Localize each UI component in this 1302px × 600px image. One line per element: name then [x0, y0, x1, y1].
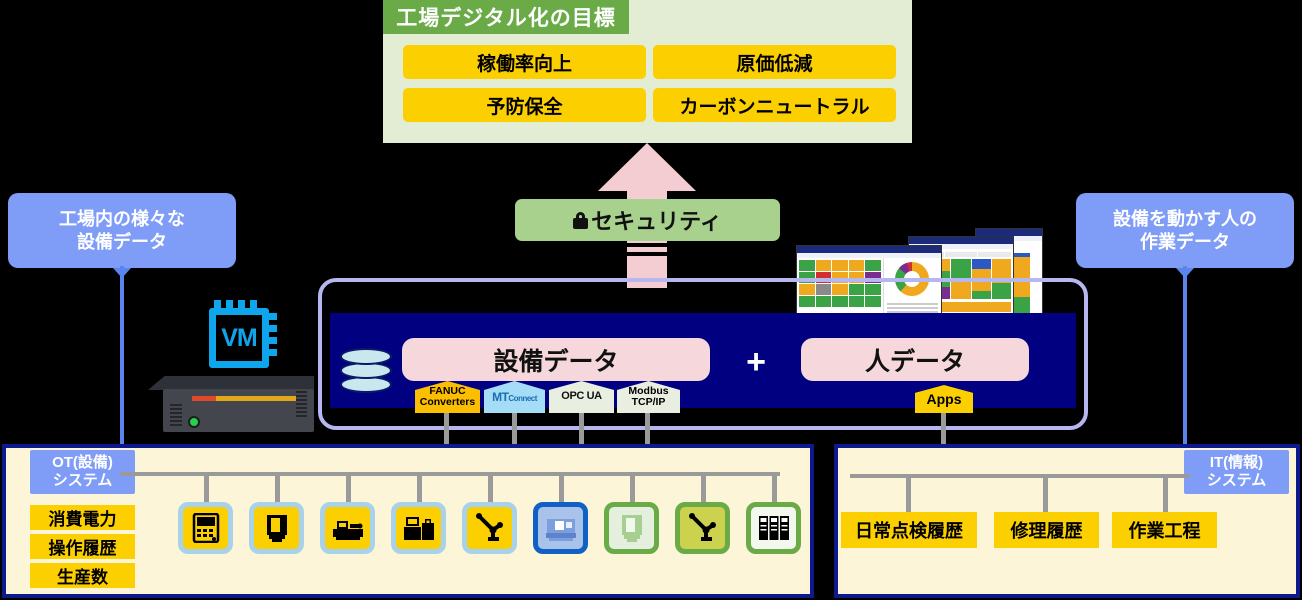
server-rack-icon: [758, 516, 789, 540]
ot-bus-line: [120, 472, 780, 476]
badge-fanuc-line1: FANUC: [429, 384, 466, 397]
it-tag-repair-history[interactable]: 修理履歴: [994, 512, 1099, 548]
platform-container: [318, 278, 1088, 430]
vm-pin-4: [250, 300, 257, 308]
it-tag-work-process[interactable]: 作業工程: [1112, 512, 1217, 548]
upward-arrow-head-icon: [598, 143, 696, 191]
machining-center-green-icon: [621, 515, 642, 542]
ot-tag-production-count[interactable]: 生産数: [30, 563, 135, 588]
ot-system-label: OT(設備) システム: [30, 450, 135, 494]
robot-arm-green-icon: [688, 513, 716, 541]
server-vent-left: [170, 404, 182, 428]
cnc-machine-blue-icon: [545, 519, 576, 541]
callout-right-connector: [1183, 266, 1187, 463]
ot-tag-power-consumption[interactable]: 消費電力: [30, 505, 135, 530]
security-label: セキュリティ: [591, 209, 722, 234]
server-power-led: [188, 416, 200, 428]
goal-chip-cost-reduction[interactable]: 原価低減: [653, 45, 896, 79]
callout-left-connector: [120, 266, 124, 463]
arrow-gap-2: [627, 252, 667, 256]
it-drop-3: [1163, 474, 1168, 514]
callout-left-line2: 設備データ: [77, 231, 167, 252]
callout-worker-data: 設備を動かす人の 作業データ: [1076, 193, 1294, 268]
ot-drop-7: [630, 472, 635, 506]
ot-drop-3: [346, 472, 351, 506]
cnc-lathe-icon: [332, 521, 363, 540]
vm-pin-5: [269, 313, 277, 320]
vm-chip-icon: VM: [209, 308, 269, 368]
ot-drop-9: [772, 472, 777, 506]
equipment-icon-machining-center-green[interactable]: [604, 502, 659, 554]
it-bus-line: [850, 474, 1190, 478]
it-label-line1: IT(情報): [1209, 454, 1264, 471]
equipment-icon-cnc-lathe[interactable]: [320, 502, 375, 554]
badge-modbus-line2: TCP/IP: [631, 396, 666, 408]
equipment-data-pill: 設備データ: [402, 338, 710, 381]
vm-pin-2: [226, 300, 233, 308]
ot-drop-8: [701, 472, 706, 506]
callout-right-line1: 設備を動かす人の: [1113, 209, 1257, 229]
human-data-pill: 人データ: [801, 338, 1029, 381]
it-label-line2: システム: [1206, 472, 1267, 489]
equipment-icon-workstation-machine[interactable]: [391, 502, 446, 554]
it-tag-daily-inspection-history[interactable]: 日常点検履歴: [841, 512, 977, 548]
workstation-machine-icon: [403, 517, 434, 540]
ot-drop-5: [488, 472, 493, 506]
vm-pin-1: [214, 300, 221, 308]
server-appliance-top: [148, 376, 314, 390]
callout-left-line1: 工場内の様々な: [59, 209, 185, 229]
equipment-icon-vertical-machining-center[interactable]: [249, 502, 304, 554]
equipment-icon-control-panel[interactable]: [178, 502, 233, 554]
it-drop-2: [1043, 474, 1048, 514]
ot-label-line2: システム: [52, 472, 113, 489]
goal-panel-title: 工場デジタル化の目標: [383, 0, 629, 34]
equipment-icon-robot-arm-green[interactable]: [675, 502, 730, 554]
database-cylinder-icon: [340, 347, 392, 393]
badge-mtconnect-logo: MTConnect: [492, 389, 537, 404]
goal-chip-carbon-neutral[interactable]: カーボンニュートラル: [653, 88, 896, 122]
equipment-icon-articulated-robot[interactable]: [462, 502, 517, 554]
vm-pin-8: [269, 349, 277, 356]
vertical-machining-center-icon: [266, 515, 287, 542]
callout-equipment-data: 工場内の様々な 設備データ: [8, 193, 236, 268]
arrow-gap-1: [627, 243, 667, 247]
lock-icon: [573, 211, 589, 229]
vm-pin-3: [238, 300, 245, 308]
badge-modbus-line1: Modbus: [628, 384, 669, 397]
ot-drop-4: [417, 472, 422, 506]
ot-drop-1: [204, 472, 209, 506]
ot-tag-operation-history[interactable]: 操作履歴: [30, 534, 135, 559]
it-drop-1: [906, 474, 911, 514]
security-band: セキュリティ: [515, 199, 780, 241]
vm-pin-7: [269, 337, 277, 344]
vm-pin-6: [269, 325, 277, 332]
badge-opc-ua-label: OPC UA: [561, 390, 602, 403]
equipment-icon-cnc-machine-blue[interactable]: [533, 502, 588, 554]
goal-chip-preventive-maintenance[interactable]: 予防保全: [403, 88, 646, 122]
callout-right-line2: 作業データ: [1140, 231, 1230, 252]
control-panel-icon: [192, 513, 219, 543]
ot-drop-6: [559, 472, 564, 506]
it-system-label: IT(情報) システム: [1184, 450, 1289, 494]
server-stripe-accent: [192, 396, 216, 401]
articulated-robot-icon: [475, 513, 503, 541]
ot-label-line1: OT(設備): [52, 454, 113, 471]
badge-fanuc-line2: Converters: [419, 396, 476, 408]
plus-sign: +: [746, 343, 766, 381]
equipment-icon-server-rack[interactable]: [746, 502, 801, 554]
goal-chip-utilization[interactable]: 稼働率向上: [403, 45, 646, 79]
tile-dashboard-screenshot[interactable]: [796, 245, 942, 331]
server-vent-right: [296, 391, 307, 417]
ot-drop-2: [275, 472, 280, 506]
server-stripe: [192, 396, 302, 401]
